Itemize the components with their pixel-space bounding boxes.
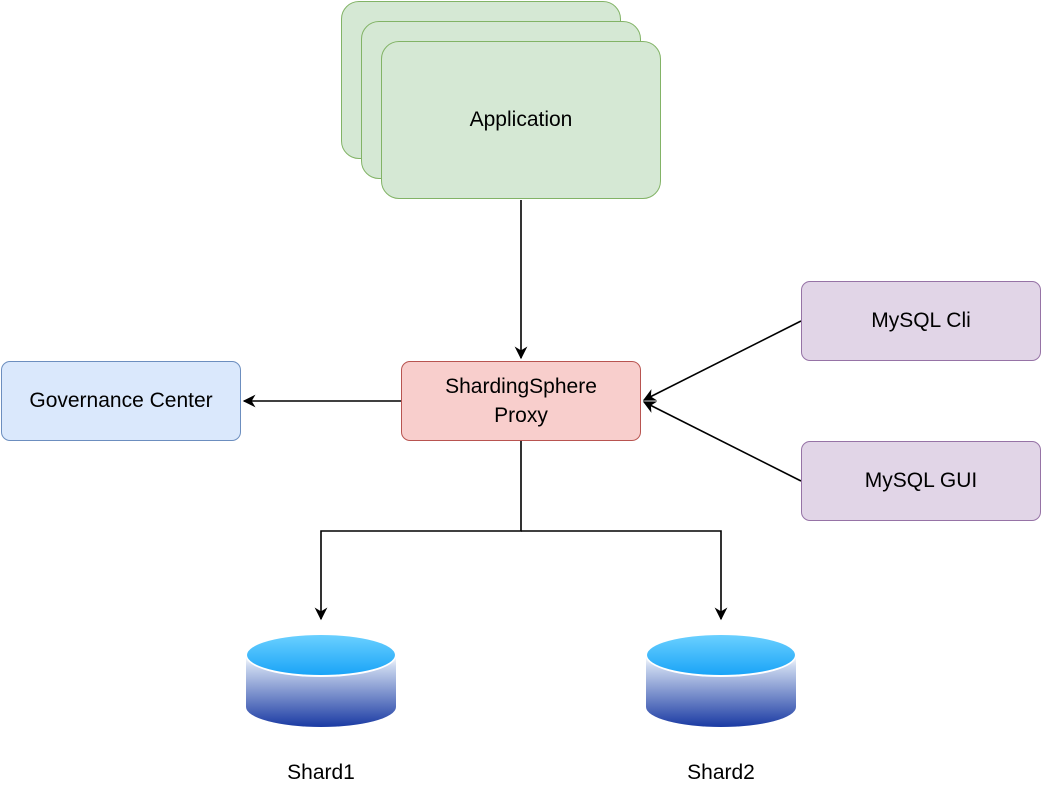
- application-node[interactable]: Application: [381, 41, 661, 199]
- edge-mysql-cli-to-proxy: [642, 320, 802, 401]
- edge-proxy-to-shard2: [521, 530, 728, 621]
- governance-center-label: Governance Center: [29, 389, 213, 413]
- shard2-database-icon[interactable]: [646, 635, 796, 727]
- mysql-cli-label: MySQL Cli: [871, 309, 971, 333]
- application-label: Application: [469, 108, 573, 131]
- proxy-label-line1: ShardingSphere: [445, 374, 597, 398]
- edge-proxy-to-shard1: [314, 441, 522, 621]
- shard1-label: Shard1: [287, 761, 355, 784]
- shard2-label: Shard2: [687, 761, 755, 784]
- mysql-cli-node[interactable]: MySQL Cli: [801, 281, 1041, 361]
- edge-mysql-gui-to-proxy: [642, 401, 802, 482]
- proxy-node[interactable]: ShardingSphere Proxy: [401, 361, 641, 441]
- mysql-gui-label: MySQL GUI: [864, 469, 978, 493]
- governance-center-node[interactable]: Governance Center: [1, 361, 241, 441]
- proxy-label-line2: Proxy: [494, 404, 548, 427]
- mysql-gui-node[interactable]: MySQL GUI: [801, 441, 1041, 521]
- shard1-database-icon[interactable]: [246, 635, 396, 727]
